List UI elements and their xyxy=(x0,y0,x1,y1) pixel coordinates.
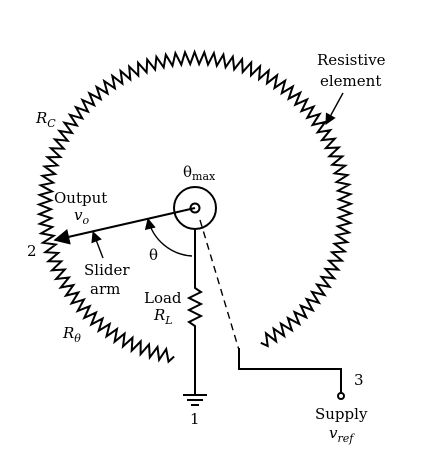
theta-arc xyxy=(144,217,193,257)
rc-label: RC xyxy=(35,109,56,130)
theta-label: θ xyxy=(149,246,158,264)
ground-symbol xyxy=(183,394,207,406)
supply-label: Supply xyxy=(315,405,368,423)
pivot-inner xyxy=(189,202,201,214)
terminal-1-label: 1 xyxy=(190,410,200,428)
vo-label: vo xyxy=(74,206,89,227)
load-resistor xyxy=(186,229,204,395)
slider-label-line1: Slider xyxy=(84,261,130,279)
resistive-element-arrow xyxy=(325,92,344,125)
terminal-2-label: 2 xyxy=(27,242,37,260)
vref-label: vref xyxy=(329,424,355,445)
rl-label: RL xyxy=(153,306,173,327)
rtheta-label: Rθ xyxy=(62,324,81,345)
theta-max-dashed-line xyxy=(199,219,240,351)
slider-arm xyxy=(53,207,196,245)
load-label: Load xyxy=(144,289,182,307)
output-label: Output xyxy=(54,189,107,207)
resistive-label-line1: Resistive xyxy=(317,51,386,69)
slider-arm-arrow xyxy=(91,230,104,259)
terminal-3-label: 3 xyxy=(354,371,364,389)
theta-max-label: θmax xyxy=(183,163,216,183)
resistive-element-zigzag xyxy=(36,49,354,364)
resistive-label-line2: element xyxy=(320,72,381,90)
supply-wire xyxy=(238,348,342,393)
slider-label-line2: arm xyxy=(90,280,120,298)
terminal-3-node xyxy=(337,392,345,400)
